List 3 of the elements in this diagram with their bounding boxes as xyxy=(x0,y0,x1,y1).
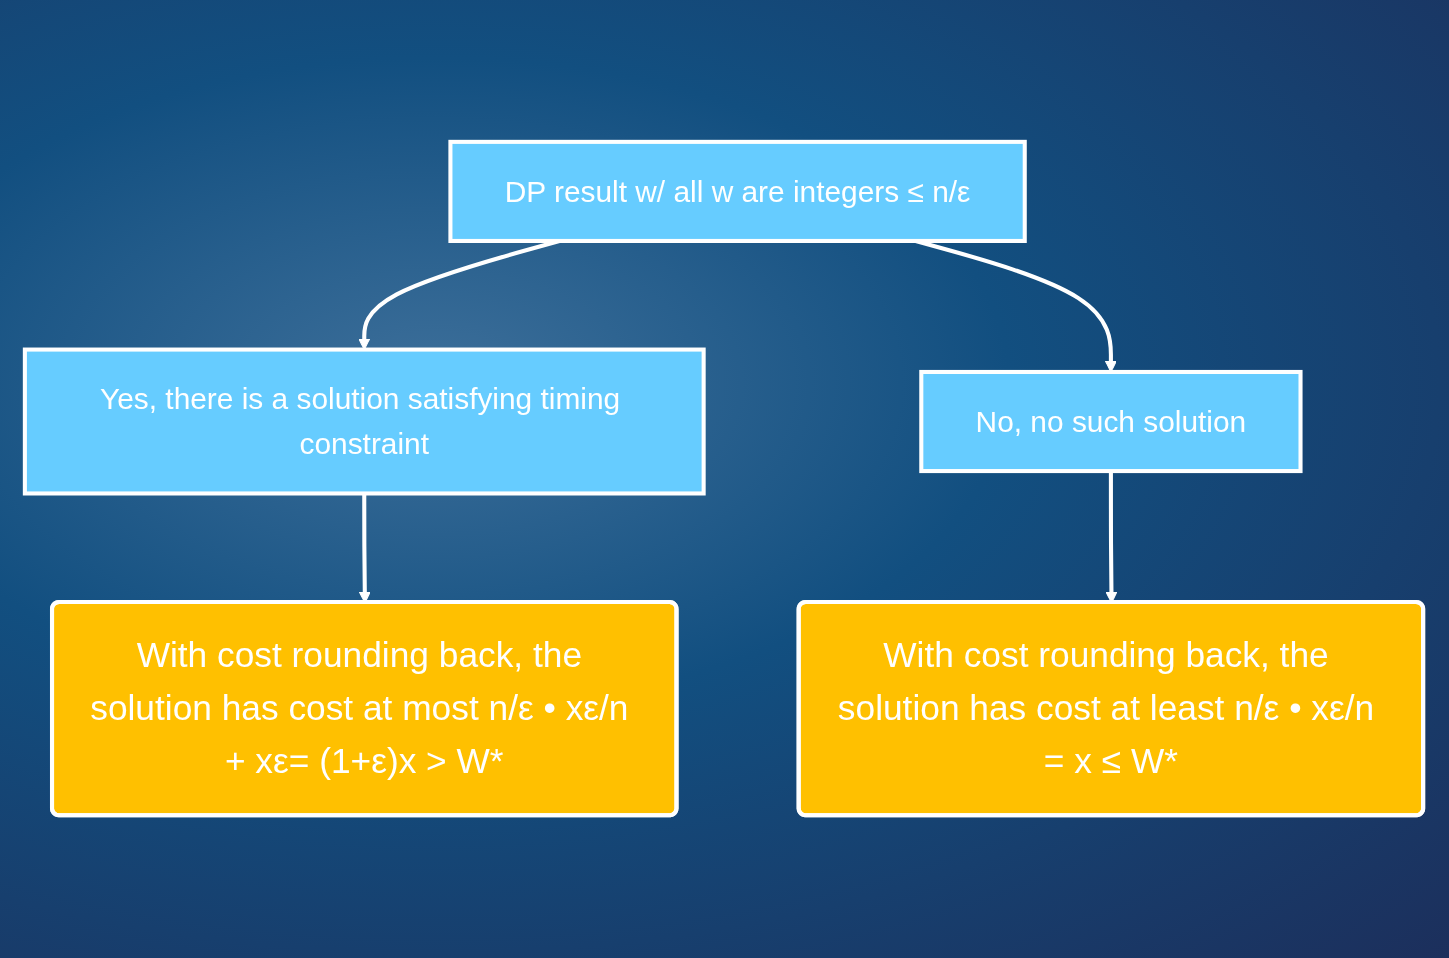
node-box: DP result w/ all w are integers ≤ n/ε xyxy=(448,140,1028,244)
node-box: No, no such solution xyxy=(919,370,1304,474)
node-box: Yes, there is a solution satisfying timing constraint xyxy=(23,348,707,496)
